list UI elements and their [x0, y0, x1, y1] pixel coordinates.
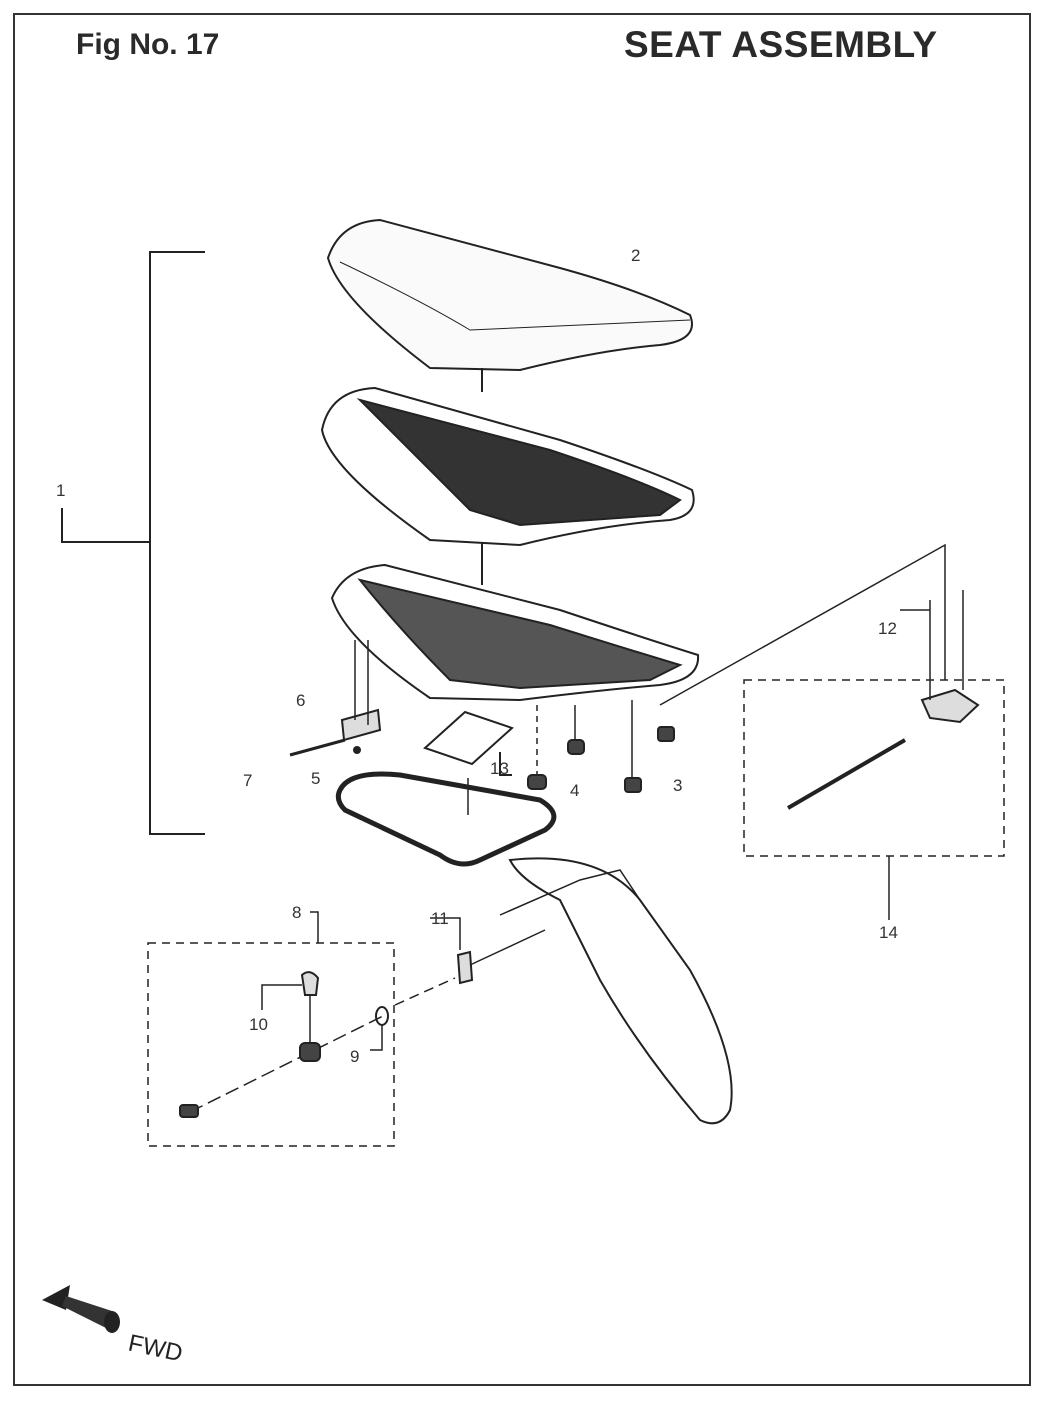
figure-number: Fig No. 17 — [76, 28, 220, 61]
callout-5: 5 — [311, 769, 321, 788]
callout-6: 6 — [296, 691, 306, 710]
callout-7: 7 — [243, 771, 253, 790]
callout-14: 14 — [879, 923, 898, 942]
seal-ring — [335, 771, 557, 867]
diagram-frame — [13, 13, 1031, 1386]
callout-8: 8 — [292, 903, 302, 922]
callout-13: 13 — [490, 759, 509, 778]
callout-3: 3 — [673, 776, 683, 795]
rubber-pad — [527, 774, 547, 790]
callout-1: 1 — [56, 481, 66, 500]
assembly-bracket — [61, 251, 205, 835]
rubber-pad — [624, 777, 642, 793]
callout-9: 9 — [350, 1047, 360, 1066]
lock-assembly-box-14 — [743, 679, 1005, 857]
rubber-pad — [657, 726, 675, 742]
seat-hinge — [340, 708, 382, 742]
diagram-title: SEAT ASSEMBLY — [624, 24, 938, 65]
rubber-pad — [567, 739, 585, 755]
rear-fender — [508, 857, 733, 1125]
seat-cover — [326, 218, 693, 372]
callout-12: 12 — [878, 619, 897, 638]
gasket-plate — [423, 710, 514, 766]
forward-arrow-icon — [42, 1285, 120, 1333]
callout-10: 10 — [249, 1015, 268, 1034]
callout-11: 11 — [431, 909, 449, 928]
callout-2: 2 — [631, 246, 641, 265]
callout-4: 4 — [570, 781, 580, 800]
